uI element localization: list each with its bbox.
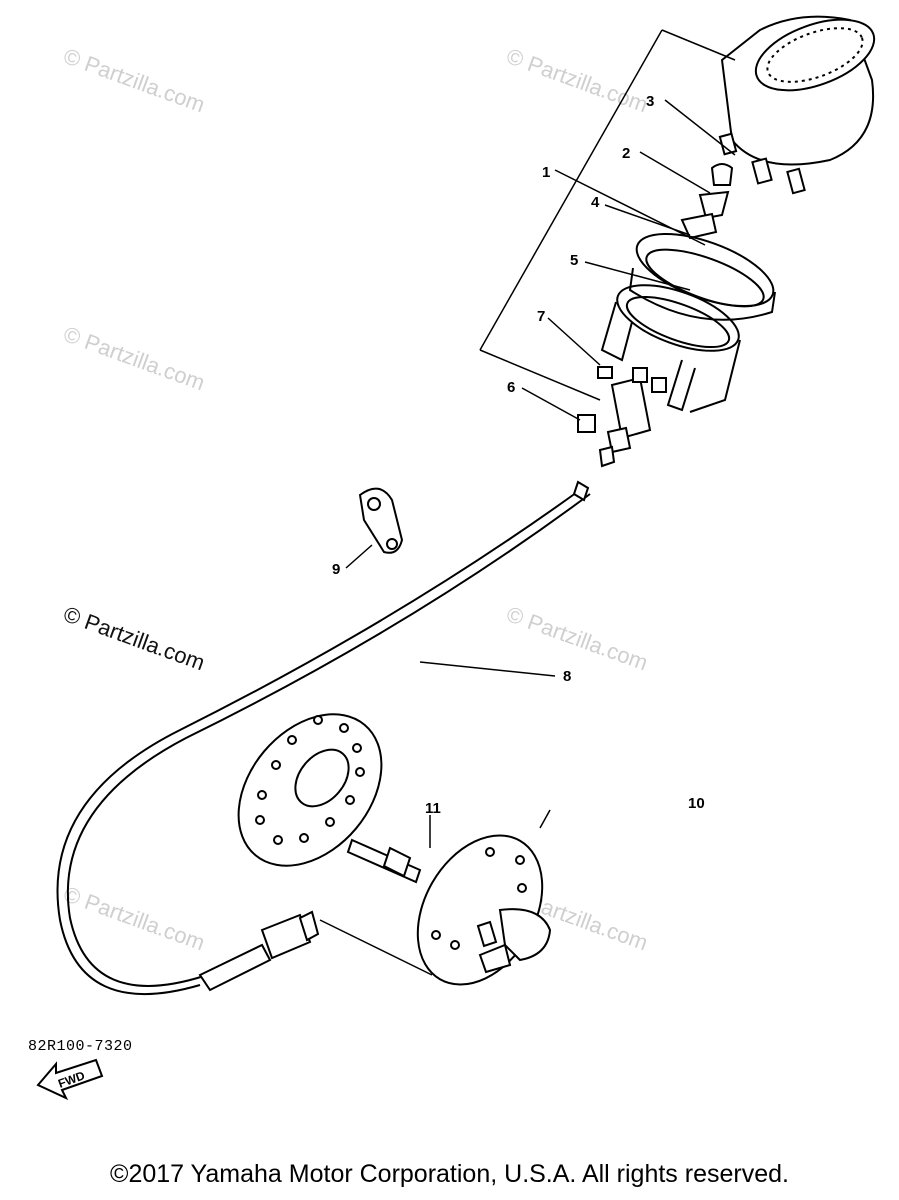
fwd-arrow: FWD	[36, 1058, 104, 1101]
watermark-dark: © Partzilla.com	[60, 601, 208, 675]
gear-unit	[416, 834, 552, 986]
watermark: © Partzilla.com	[503, 43, 651, 117]
drive-shaft	[346, 838, 422, 884]
bracket-rings	[600, 232, 776, 413]
diagram-code: 82R100-7320	[28, 1038, 133, 1055]
speedometer-cable	[56, 480, 591, 996]
watermark: © Partzilla.com	[60, 43, 208, 117]
part-label-2: 2	[622, 145, 630, 162]
part-label-5: 5	[570, 252, 578, 269]
lamp-socket	[577, 366, 667, 468]
cable-clamp	[358, 487, 404, 554]
part-label-11: 11	[425, 800, 441, 817]
part-label-3: 3	[646, 93, 654, 110]
part-label-9: 9	[332, 561, 340, 578]
part-label-10: 10	[688, 795, 705, 812]
part-label-4: 4	[591, 194, 600, 211]
watermark: © Partzilla.com	[503, 601, 651, 675]
copyright-notice: ©2017 Yamaha Motor Corporation, U.S.A. A…	[110, 1160, 789, 1188]
watermark: © Partzilla.com	[60, 881, 208, 955]
part-label-7: 7	[537, 308, 545, 325]
leader-lines	[319, 29, 736, 976]
part-label-1: 1	[542, 164, 550, 181]
hub-disc	[237, 713, 383, 867]
speedometer-gauge	[718, 15, 876, 195]
part-labels: 3 2 1 4 5 7 6 9 8 11 10	[332, 93, 705, 817]
part-label-8: 8	[563, 668, 571, 685]
watermark: © Partzilla.com	[60, 321, 208, 395]
part-label-6: 6	[507, 379, 515, 396]
bulb-socket	[680, 163, 734, 240]
